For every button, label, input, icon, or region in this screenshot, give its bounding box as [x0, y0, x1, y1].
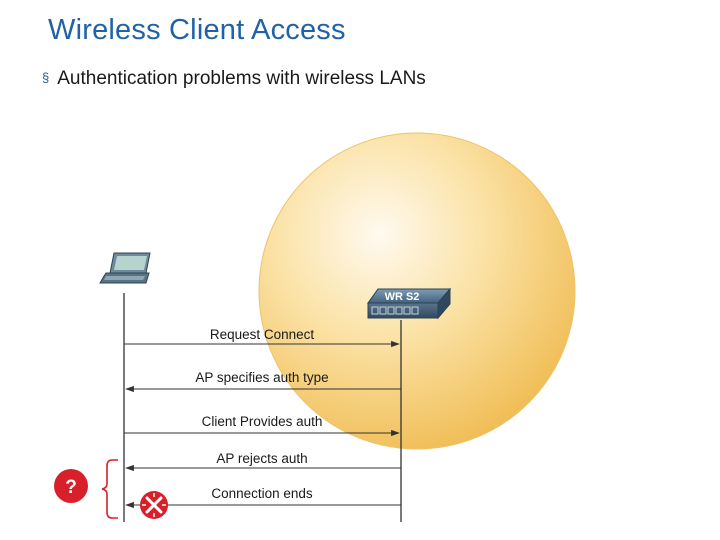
- page-title: Wireless Client Access: [48, 14, 346, 46]
- laptop-icon: [99, 252, 151, 284]
- problem-bracket: [101, 459, 118, 519]
- message-label: Client Provides auth: [202, 414, 323, 429]
- wireless-router-icon: WR S2: [367, 287, 452, 320]
- connection-failed-icon: [140, 491, 168, 519]
- bullet-point: § Authentication problems with wireless L…: [42, 68, 426, 90]
- message-label: AP specifies auth type: [195, 370, 328, 385]
- question-marker: ?: [65, 477, 77, 498]
- message-label: AP rejects auth: [216, 451, 307, 466]
- question-icon: ?: [54, 469, 88, 503]
- message-label: Connection ends: [211, 486, 313, 501]
- bullet-marker: §: [42, 70, 50, 85]
- message-label: Request Connect: [210, 327, 315, 342]
- access-point-label: WR S2: [385, 291, 420, 303]
- bullet-text: Authentication problems with wireless LA…: [57, 68, 426, 89]
